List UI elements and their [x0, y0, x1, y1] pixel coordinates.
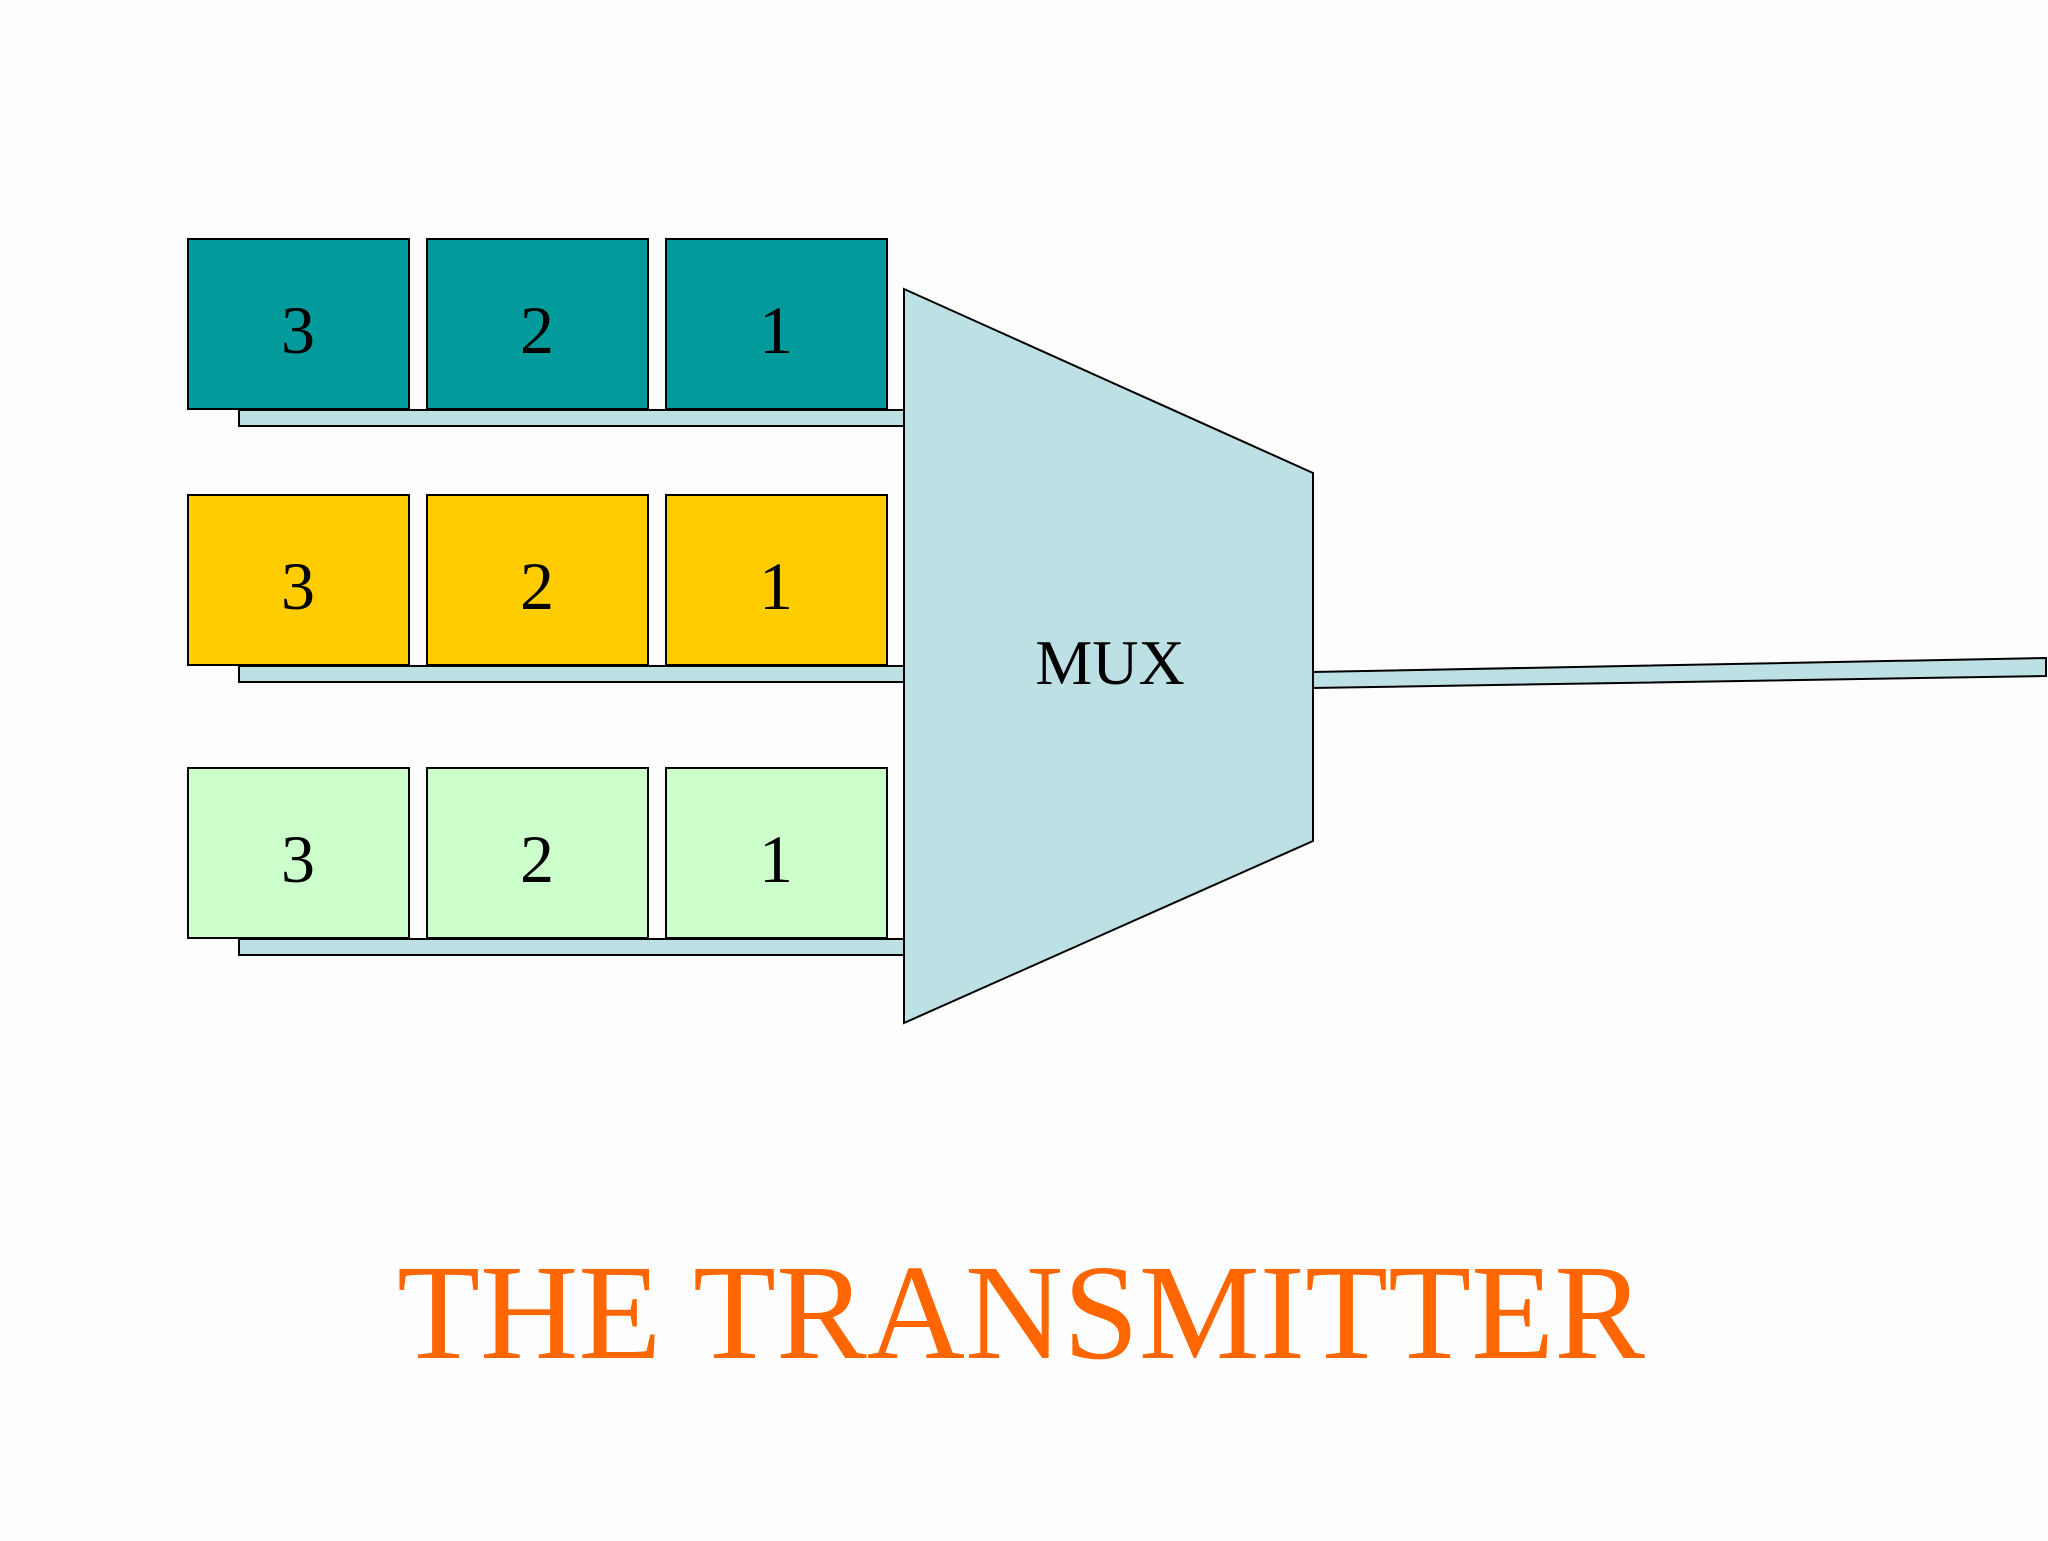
queue-1-cell-1: [187, 238, 410, 410]
input-bus-3: [238, 938, 906, 956]
page-title: THE TRANSMITTER: [397, 1238, 1645, 1388]
queue-2-cell-3-label: 1: [759, 548, 793, 624]
queue-3-cell-1: [187, 767, 410, 939]
queue-2-cell-3: [665, 494, 888, 666]
mux-label: MUX: [1035, 627, 1184, 698]
input-queue-3: 3 2 1: [187, 767, 906, 956]
queue-3-cell-2-label: 2: [520, 821, 554, 897]
queue-2-cell-1: [187, 494, 410, 666]
input-bus-1: [238, 409, 906, 427]
queue-1-cell-2: [426, 238, 649, 410]
mux-block: [903, 287, 1314, 1025]
input-queue-2: 3 2 1: [187, 494, 906, 683]
queue-1-cell-3: [665, 238, 888, 410]
queue-1-cell-2-label: 2: [520, 292, 554, 368]
queue-3-cell-3-label: 1: [759, 821, 793, 897]
queue-2-cell-2: [426, 494, 649, 666]
queue-2-cell-2-label: 2: [520, 548, 554, 624]
queue-3-cell-3: [665, 767, 888, 939]
queue-1-cell-3-label: 1: [759, 292, 793, 368]
queue-1-cell-1-label: 3: [281, 292, 315, 368]
queue-3-cell-2: [426, 767, 649, 939]
queue-2-cell-1-label: 3: [281, 548, 315, 624]
input-queue-1: 3 2 1: [187, 238, 906, 427]
input-bus-2: [238, 665, 906, 683]
queue-3-cell-1-label: 3: [281, 821, 315, 897]
